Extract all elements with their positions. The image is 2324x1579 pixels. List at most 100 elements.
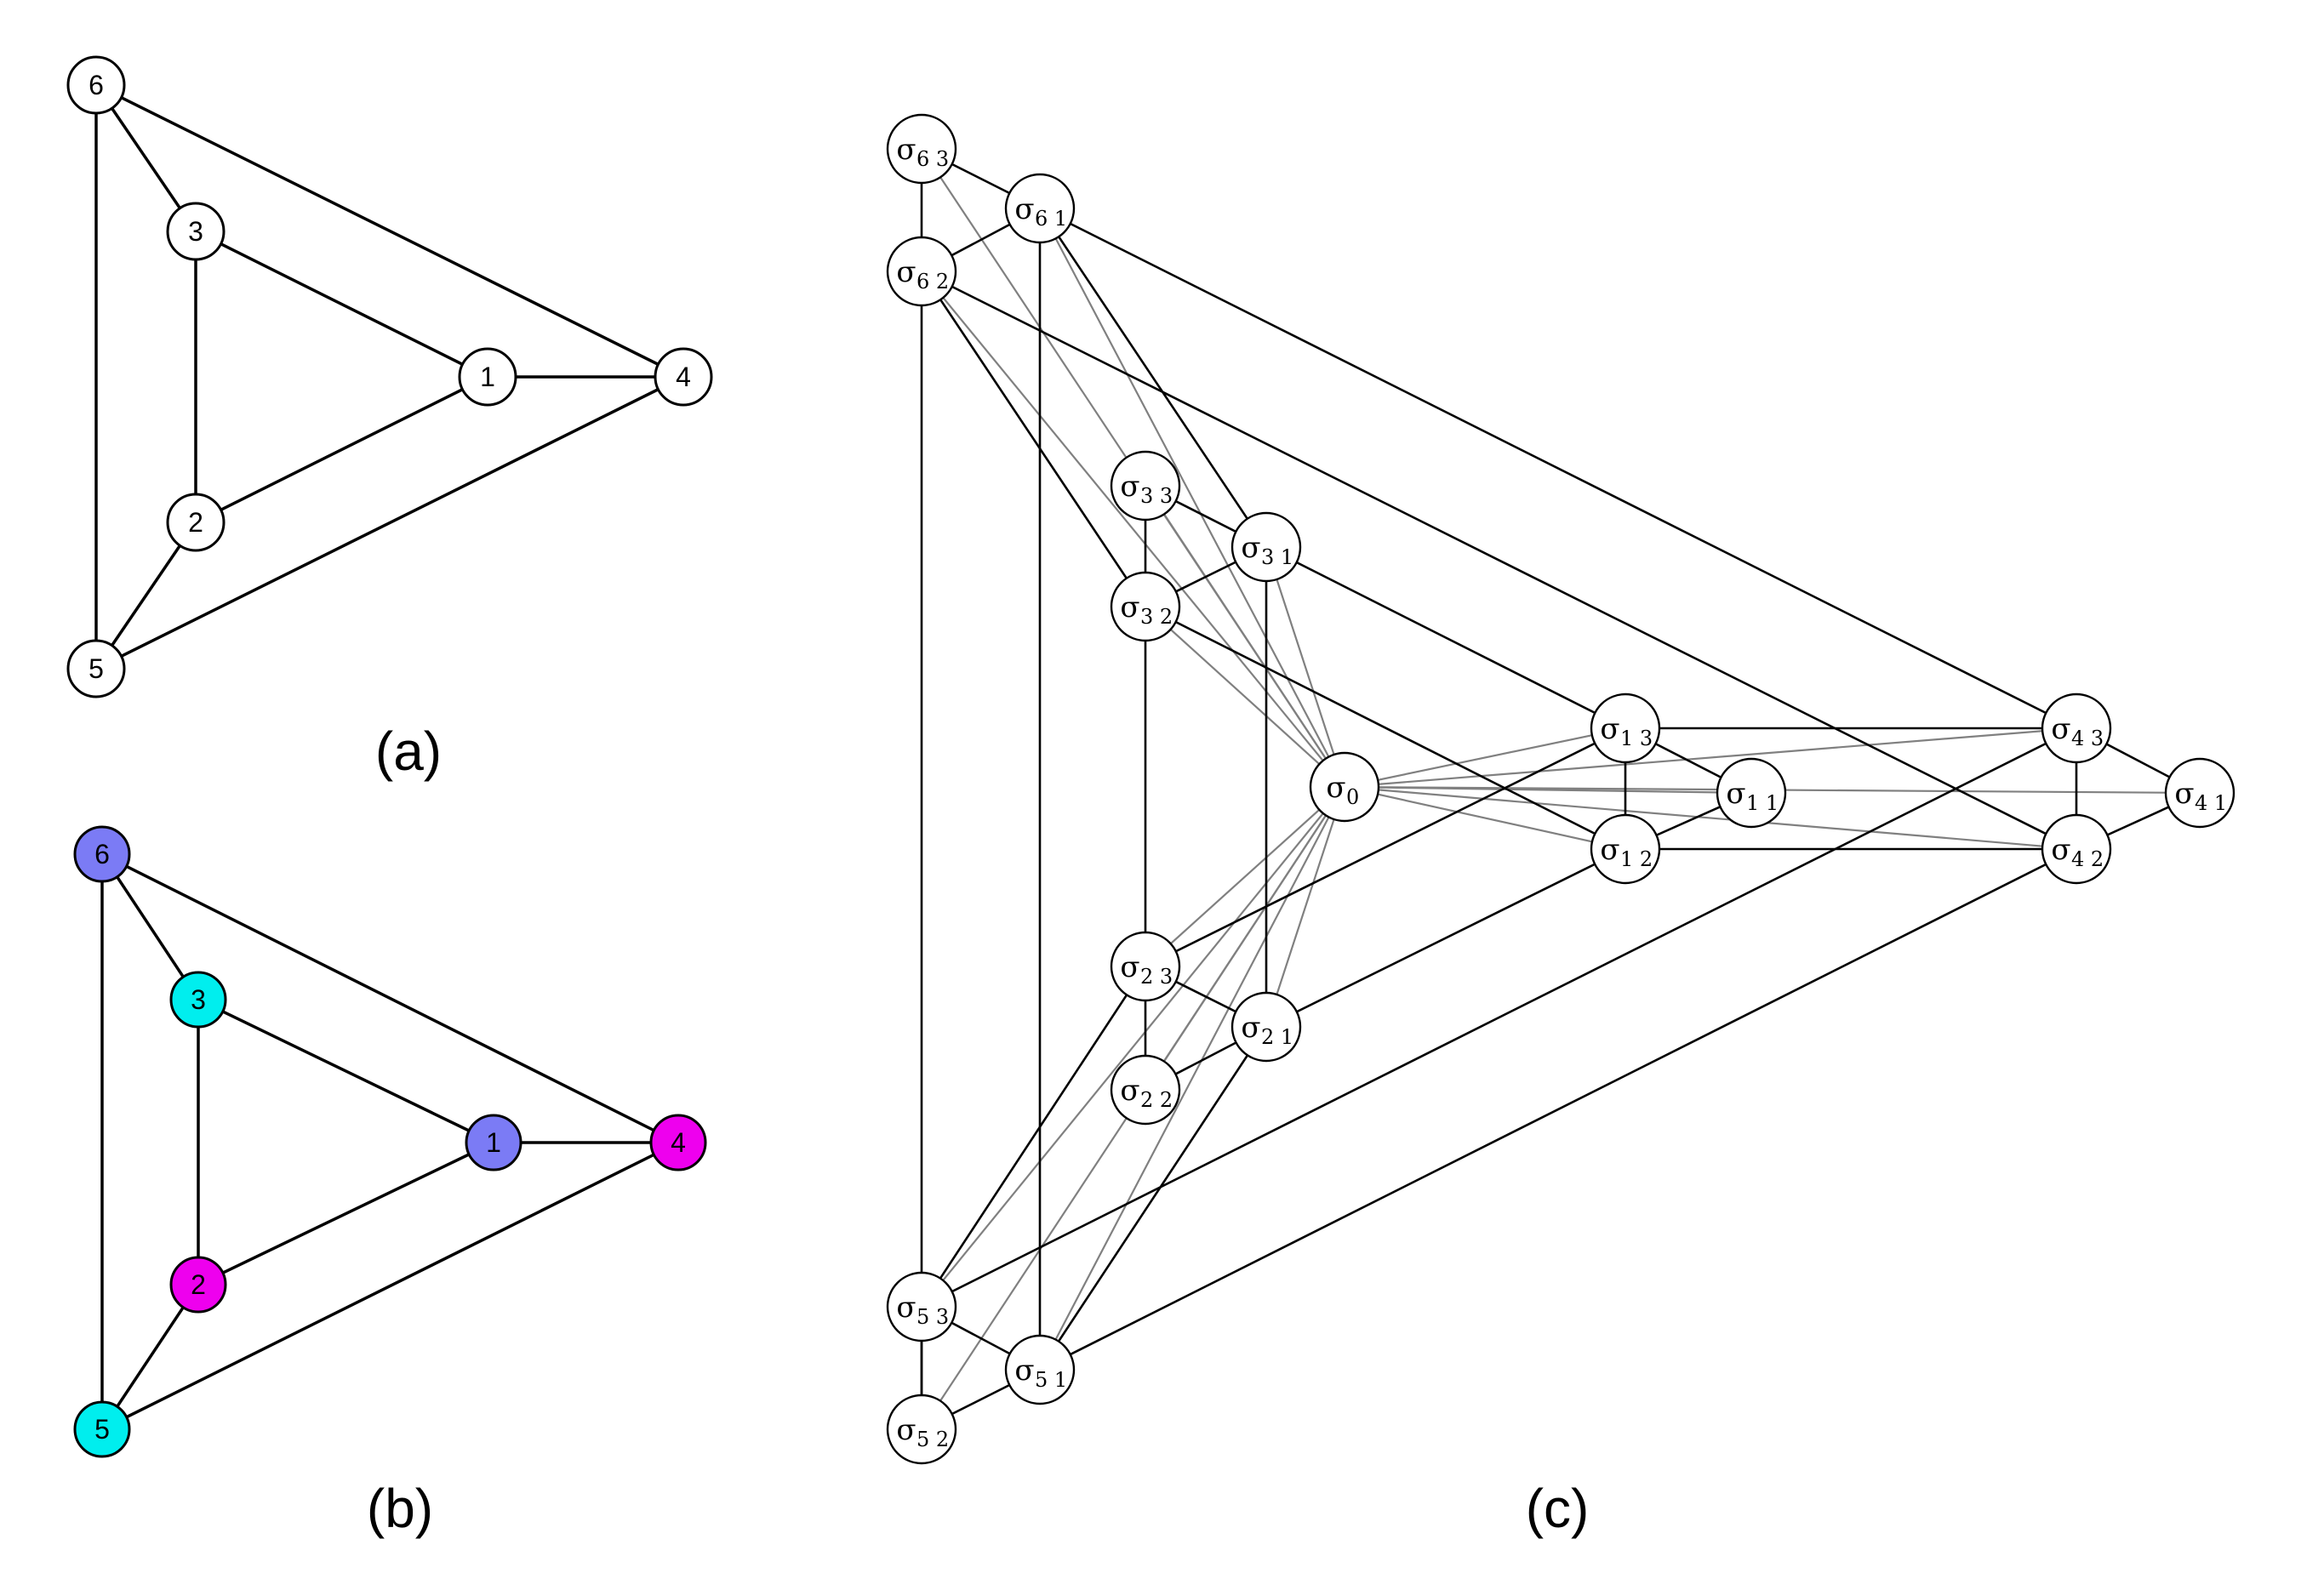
node-label-b-4: 4: [671, 1127, 686, 1158]
node-label-a-2: 2: [188, 507, 203, 538]
sigma-node-base-13: σ: [1600, 712, 1619, 746]
node-a-2: 2: [166, 493, 226, 552]
sigma-node-circle-21: [1231, 991, 1302, 1063]
edge-a-1-2: [195, 375, 488, 524]
sigma-node-base-33: σ: [1120, 470, 1139, 504]
sigma-node-sub-61: 6 1: [1035, 207, 1067, 231]
gray-edge-0-62: [921, 271, 1345, 788]
node-circle-b-1: [465, 1114, 522, 1171]
sigma-node-sub-53: 5 3: [916, 1305, 949, 1329]
sigma-node-base-11: σ: [1726, 777, 1745, 811]
black-edge-62-42: [921, 270, 2077, 851]
node-circle-a-1: [458, 347, 517, 407]
node-label-b-2: 2: [191, 1269, 206, 1300]
sigma-node-circle-63: [886, 113, 957, 185]
edge-a-6-3: [94, 84, 197, 232]
node-label-b-3: 3: [191, 984, 206, 1015]
edge-b-1-2: [197, 1141, 494, 1286]
node-circle-b-5: [73, 1400, 131, 1458]
sigma-node-sub-32: 3 2: [1140, 605, 1173, 629]
gray-edge-0-61: [1039, 208, 1345, 788]
sigma-node-circle-13: [1590, 693, 1661, 764]
sigma-node-base-12: σ: [1600, 833, 1619, 867]
edge-b-5-4: [101, 1141, 679, 1431]
node-label-a-4: 4: [676, 362, 691, 392]
node-a-4: 4: [654, 347, 713, 407]
sigma-node-circle-31: [1231, 511, 1302, 583]
sigma-node-circle-42: [2041, 813, 2112, 885]
black-edge-32-12: [1145, 605, 1626, 851]
node-circle-b-4: [649, 1114, 707, 1171]
sigma-node-sub-22: 2 2: [1140, 1088, 1173, 1112]
edge-b-3-1: [197, 998, 494, 1144]
sigma-node-base-63: σ: [896, 133, 916, 167]
node-label-a-1: 1: [480, 362, 495, 392]
sigma-node-circle-52: [886, 1394, 957, 1465]
gray-edge-0-32: [1145, 606, 1345, 788]
gray-edge-0-33: [1145, 485, 1345, 788]
sigma-node-circle-32: [1110, 571, 1181, 642]
gray-edge-0-23: [1145, 786, 1345, 967]
node-b-5: 5: [73, 1400, 131, 1458]
sigma-node-circle-22: [1110, 1054, 1181, 1126]
sigma-node-base-51: σ: [1014, 1354, 1034, 1388]
edge-a-3-1: [195, 230, 488, 379]
sigma-node-sub-11: 1 1: [1746, 791, 1779, 815]
node-label-a-5: 5: [89, 653, 104, 684]
edge-a-2-5: [94, 522, 197, 670]
sigma-node-sub-43: 4 3: [2071, 727, 2104, 750]
node-label-b-5: 5: [94, 1414, 110, 1445]
sigma-node-sub-62: 6 2: [916, 270, 949, 294]
sigma-node-circle-33: [1110, 450, 1181, 522]
sigma-node-circle-51: [1004, 1334, 1076, 1405]
panel-a-caption: (a): [375, 721, 442, 782]
node-circle-a-6: [66, 55, 126, 115]
node-circle-b-2: [169, 1256, 227, 1314]
sigma-node-circle-12: [1590, 813, 1661, 885]
sigma-node-sub-0: 0: [1346, 785, 1359, 809]
node-circle-b-3: [169, 971, 227, 1029]
node-circle-a-3: [166, 202, 226, 261]
panel-b-caption: (b): [367, 1478, 433, 1539]
sigma-node-sub-41: 4 1: [2195, 791, 2227, 815]
sigma-node-base-52: σ: [896, 1413, 916, 1447]
black-edge-61-31: [1038, 208, 1268, 548]
sigma-node-base-41: σ: [2174, 777, 2194, 811]
sigma-node-base-21: σ: [1241, 1011, 1260, 1045]
node-label-a-6: 6: [89, 70, 104, 100]
node-a-6: 6: [66, 55, 126, 115]
node-label-a-3: 3: [188, 216, 203, 247]
sigma-node-circle-62: [886, 236, 957, 307]
sigma-node-sub-21: 2 1: [1261, 1025, 1293, 1049]
black-edge-43-53: [921, 727, 2077, 1308]
edge-a-6-4: [95, 83, 684, 379]
sigma-node-circle-53: [886, 1271, 957, 1342]
sigma-node-base-43: σ: [2051, 712, 2070, 746]
sigma-node-base-22: σ: [1120, 1074, 1139, 1108]
black-edge-61-43: [1039, 207, 2077, 730]
black-edge-62-32: [920, 271, 1147, 607]
panel-b-edges: [100, 852, 679, 1431]
sigma-node-sub-13: 1 3: [1620, 727, 1653, 750]
panel-c-caption: (c): [1526, 1478, 1590, 1539]
node-label-b-6: 6: [94, 839, 110, 869]
panel-c-gray-edges: [921, 148, 2201, 1430]
node-b-6: 6: [73, 825, 131, 883]
sigma-node-sub-33: 3 3: [1140, 484, 1173, 508]
node-circle-b-6: [73, 825, 131, 883]
node-b-3: 3: [169, 971, 227, 1029]
